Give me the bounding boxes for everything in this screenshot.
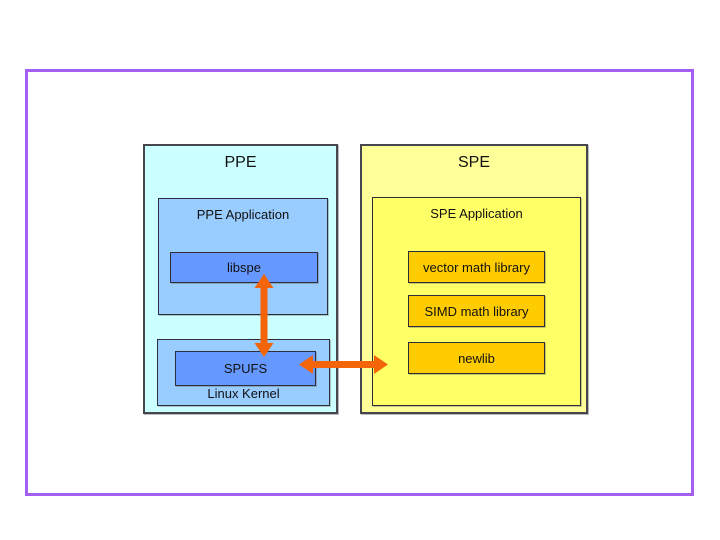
libspe-box: libspe <box>170 252 318 283</box>
linux-kernel-box: SPUFS Linux Kernel <box>157 339 330 406</box>
newlib-box: newlib <box>408 342 545 374</box>
ppe-box: PPE PPE Application libspe SPUFS Linux K… <box>143 144 338 414</box>
ppe-application-label: PPE Application <box>196 207 290 222</box>
linux-kernel-label: Linux Kernel <box>207 386 280 401</box>
ppe-title: PPE <box>224 154 257 171</box>
ppe-application-box: PPE Application libspe <box>158 198 328 315</box>
simd-math-library-box: SIMD math library <box>408 295 545 327</box>
simd-math-library-label: SIMD math library <box>424 303 529 319</box>
spe-application-label: SPE Application <box>430 206 523 221</box>
vector-math-library-label: vector math library <box>423 259 530 275</box>
spe-box: SPE SPE Application vector math library … <box>360 144 588 414</box>
spufs-label: SPUFS <box>223 361 268 376</box>
libspe-label: libspe <box>227 260 261 275</box>
spe-title: SPE <box>457 154 490 171</box>
newlib-label: newlib <box>458 350 495 366</box>
spe-application-box: SPE Application vector math library SIMD… <box>372 197 581 406</box>
spufs-box: SPUFS <box>175 351 316 386</box>
vector-math-library-box: vector math library <box>408 251 545 283</box>
